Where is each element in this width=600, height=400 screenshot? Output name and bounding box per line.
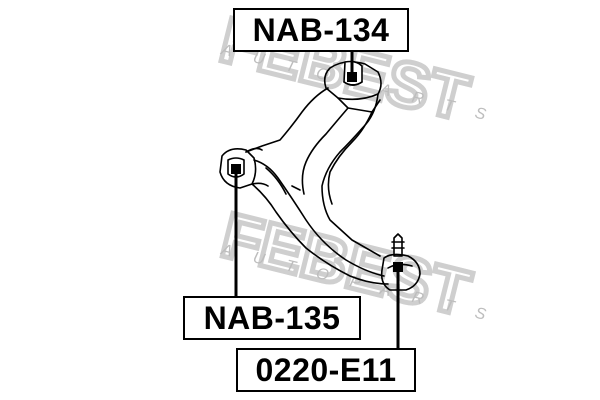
leader-dots: [231, 72, 403, 272]
part-label-0220-e11: 0220-E11: [236, 348, 416, 392]
leader-dot-bottom-right: [393, 262, 403, 272]
ball-joint-housing: [380, 253, 421, 291]
leader-dot-top: [347, 72, 357, 82]
part-label-nab-134: NAB-134: [233, 8, 409, 52]
part-label-nab-135: NAB-135: [183, 296, 361, 340]
leader-dot-left: [231, 164, 241, 174]
rear-bushing-housing: [219, 148, 257, 189]
ball-joint-stud: [393, 233, 403, 257]
